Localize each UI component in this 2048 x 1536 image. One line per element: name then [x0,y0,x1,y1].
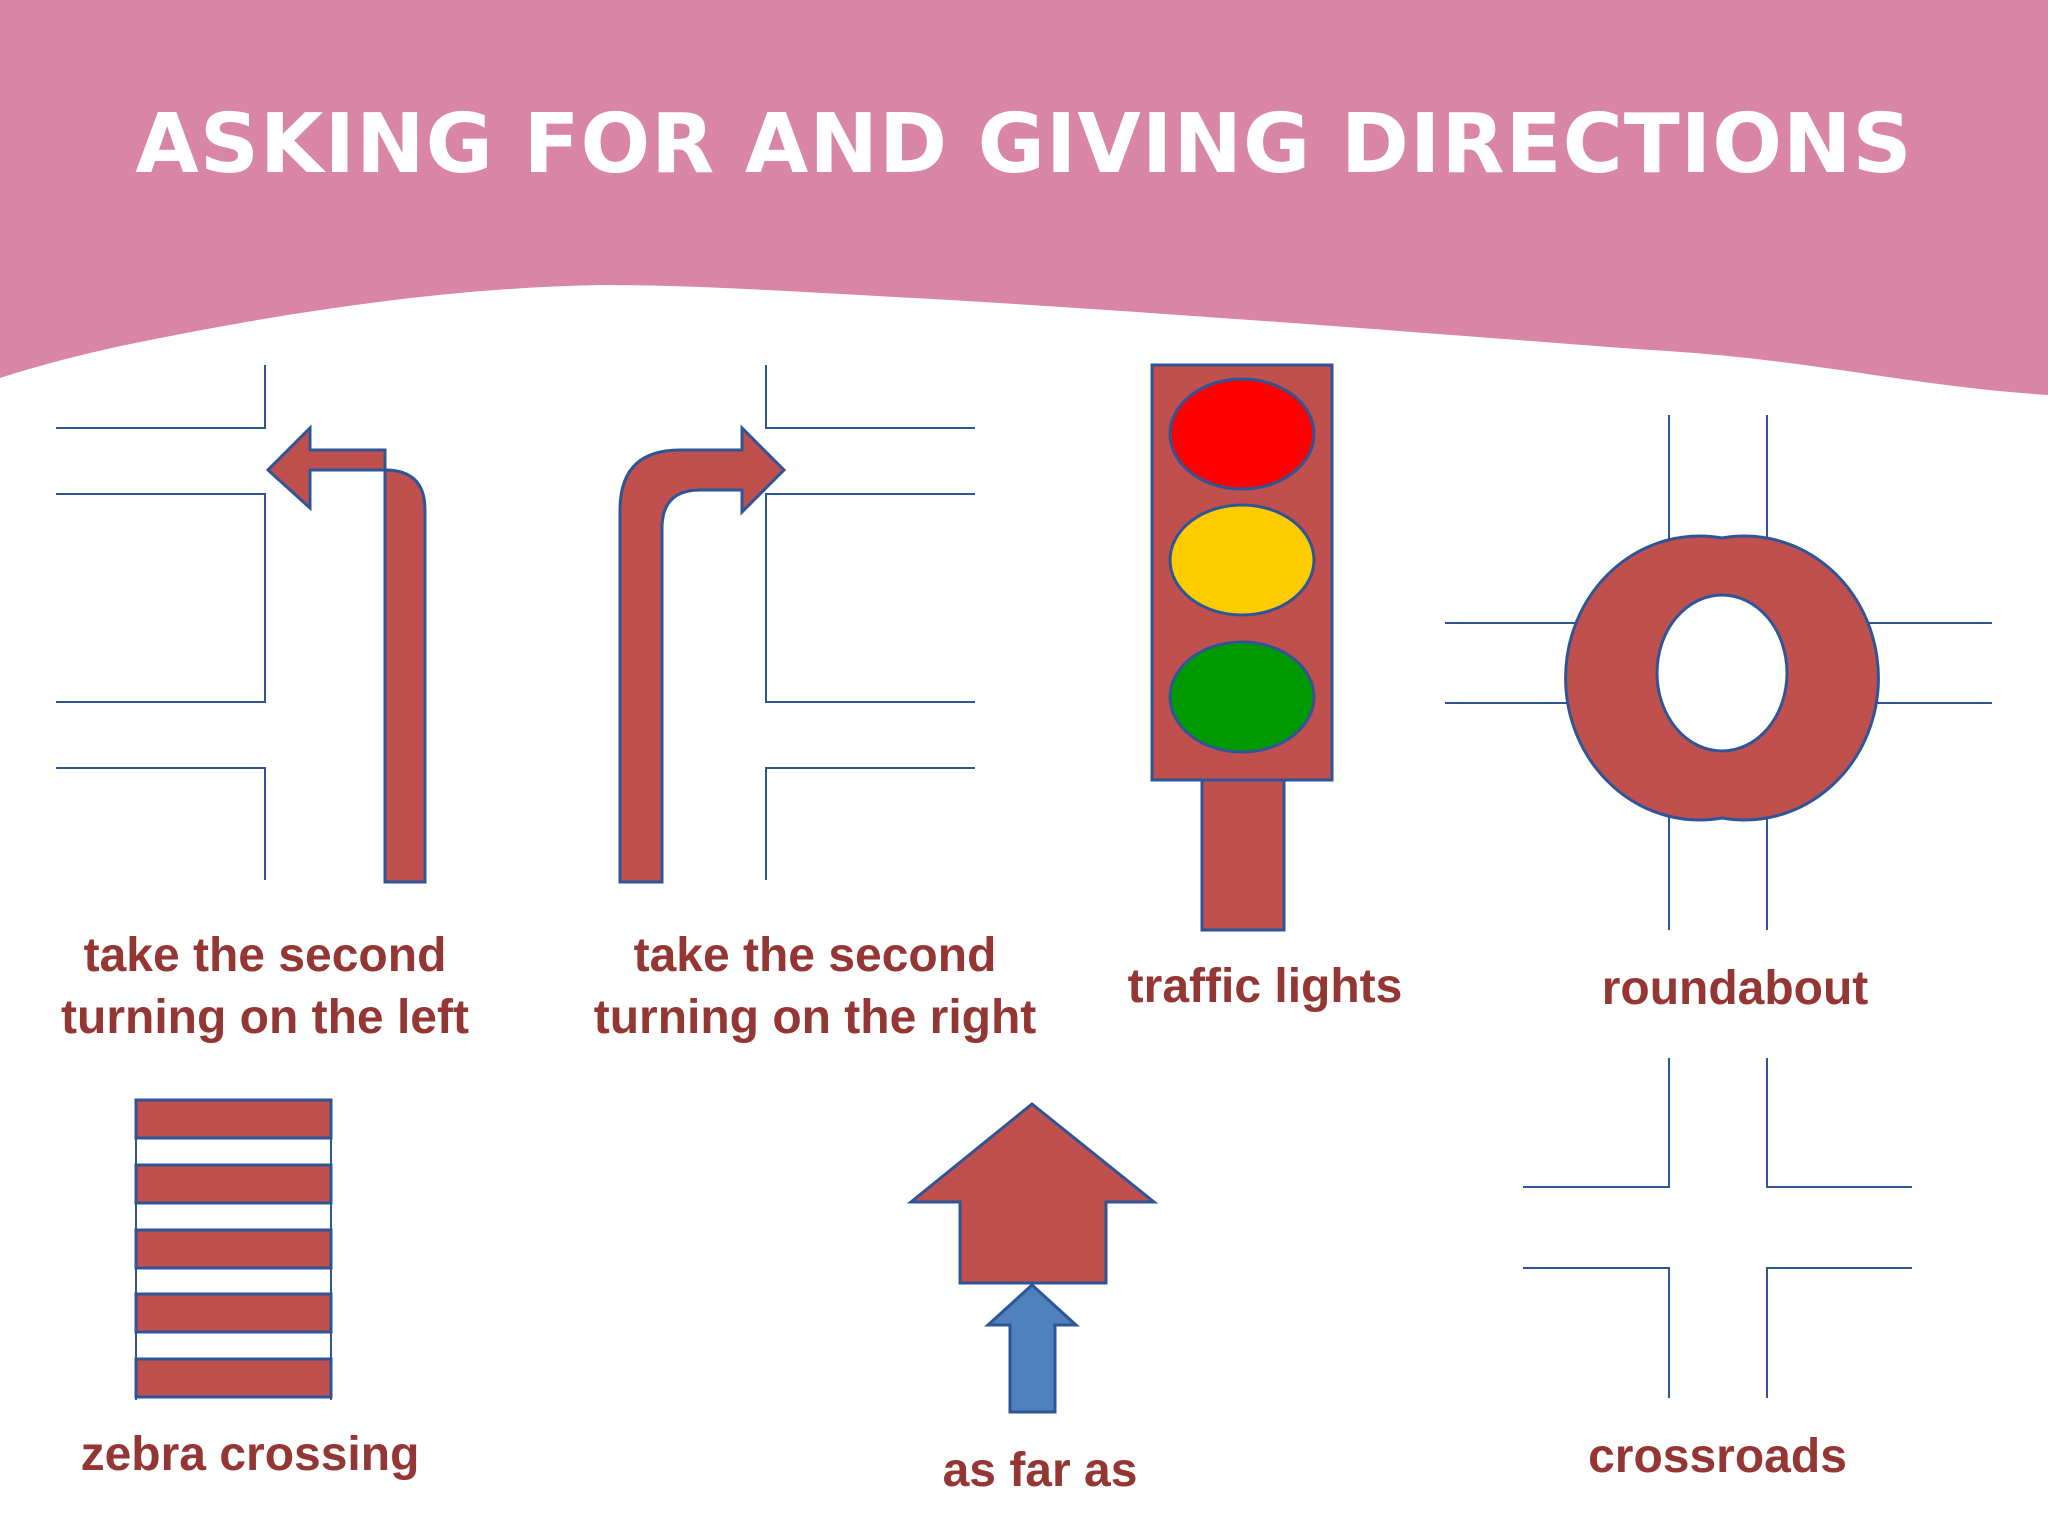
turn-right-arrow-icon [618,424,787,884]
green-light [1168,640,1316,754]
label-line: take the second [83,929,447,982]
zebra-stripe [134,1357,333,1399]
label-roundabout: roundabout [1540,958,1930,1020]
title-banner [0,0,2048,395]
label-line: roundabout [1601,962,1869,1015]
zebra-stripe [134,1163,333,1205]
label-line: turning on the right [593,991,1037,1044]
house-arrow [906,1102,1159,1285]
label-line: traffic lights [1127,960,1403,1013]
zebra-stripe [134,1292,333,1334]
label-line: zebra crossing [80,1428,420,1481]
left-turn-roads [56,365,266,880]
roundabout-icon [1564,534,1880,822]
label-second-right: take the second turning on the right [560,925,1070,1049]
turn-left-arrow-icon [265,424,427,884]
roundabout-roads [1445,415,1992,930]
label-second-left: take the second turning on the left [35,925,495,1049]
traffic-light-icon [1150,363,1334,932]
blue-up-arrow [984,1282,1080,1414]
label-zebra-crossing: zebra crossing [40,1424,460,1486]
label-line: crossroads [1588,1430,1847,1483]
zebra-stripe [134,1228,333,1270]
right-turn-roads [765,365,975,880]
label-line: take the second [633,929,997,982]
yellow-light [1168,503,1316,617]
up-arrow-icon [906,1102,1159,1414]
zebra-crossing-icon [134,1098,333,1400]
label-line: as far as [942,1444,1138,1497]
crossroads-icon [1523,1058,1912,1398]
page-title: ASKING FOR AND GIVING DIRECTIONS [135,97,1913,192]
label-line: turning on the left [61,991,469,1044]
traffic-light-pole [1200,776,1286,932]
red-light [1168,377,1316,491]
label-traffic-lights: traffic lights [1090,956,1440,1018]
label-as-far-as: as far as [860,1440,1220,1502]
zebra-stripe [134,1098,333,1140]
label-crossroads: crossroads [1520,1426,1915,1488]
